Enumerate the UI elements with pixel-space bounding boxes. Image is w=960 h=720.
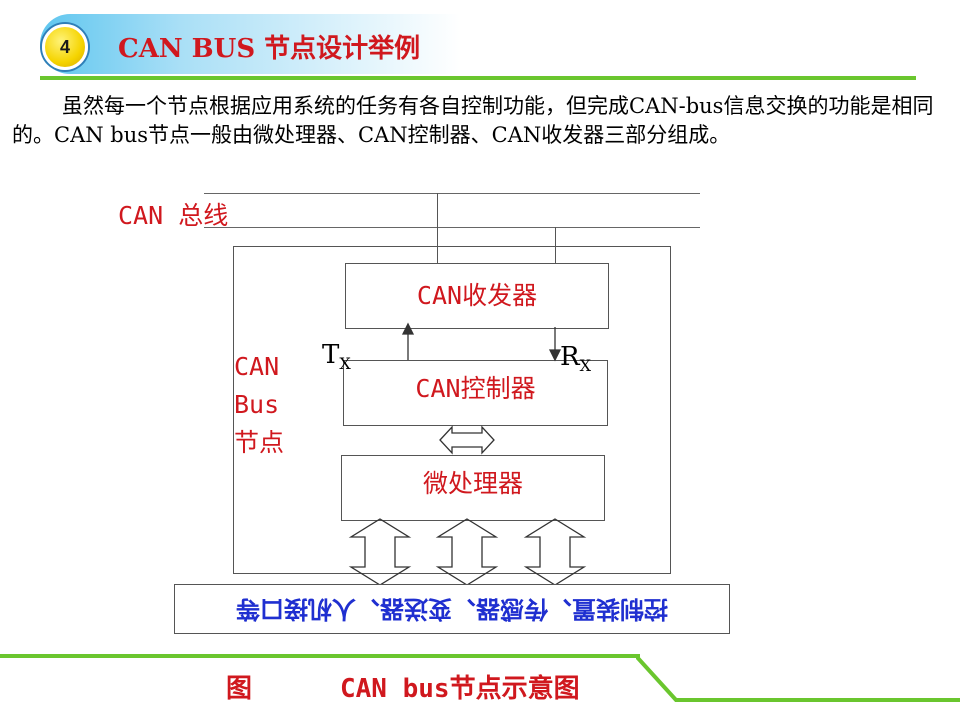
can-transceiver-label: CAN收发器 [416,281,538,310]
figure-caption-text: CAN bus节点示意图 [340,674,580,704]
can-node-label-line2: Bus [234,390,280,419]
rx-label-sub: X [579,356,591,376]
bus-connector-left [437,193,438,263]
can-node-frame [233,246,671,574]
bus-connector-right [555,227,556,263]
figure-caption-label: 图 [226,674,253,704]
footer-divider [0,654,640,658]
intro-paragraph: 虽然每一个节点根据应用系统的任务有各自控制功能，但完成CAN-bus信息交换的功… [12,94,934,147]
slide-title: CAN BUS 节点设计举例 [118,34,421,64]
can-controller-box: CAN控制器 [343,360,608,426]
can-node-label-line1: CAN [234,352,280,381]
rx-label-main: R [560,342,580,372]
can-transceiver-box: CAN收发器 [345,263,609,329]
controller-microprocessor-double-arrow [439,425,495,455]
rx-arrow-head [548,349,562,362]
tx-label-sub: X [339,354,351,374]
peripherals-label: 控制装置、传感器、变送器、人机接口等 [236,595,668,624]
slide-number-badge: 4 [42,24,88,70]
microprocessor-label: 微处理器 [422,469,523,498]
io-double-arrow-left [348,518,412,586]
can-bus-line-upper [204,193,700,194]
tx-label-main: T [322,340,340,370]
can-bus-label: CAN 总线 [118,201,229,230]
io-double-arrow-right [523,518,587,586]
peripherals-box: 控制装置、传感器、变送器、人机接口等 [174,584,730,634]
header-divider [40,76,916,80]
can-controller-label: CAN控制器 [415,374,536,403]
tx-arrow-head [401,322,415,335]
can-node-label: CAN Bus 节点 [234,348,284,462]
header-band [40,14,600,74]
tx-label: TX [322,340,351,373]
io-double-arrow-middle [435,518,499,586]
rx-label: RX [560,342,591,375]
microprocessor-box: 微处理器 [341,455,605,521]
footer-tab-outline [636,654,960,702]
can-node-label-line3: 节点 [234,428,285,457]
can-bus-line-lower [204,227,700,228]
